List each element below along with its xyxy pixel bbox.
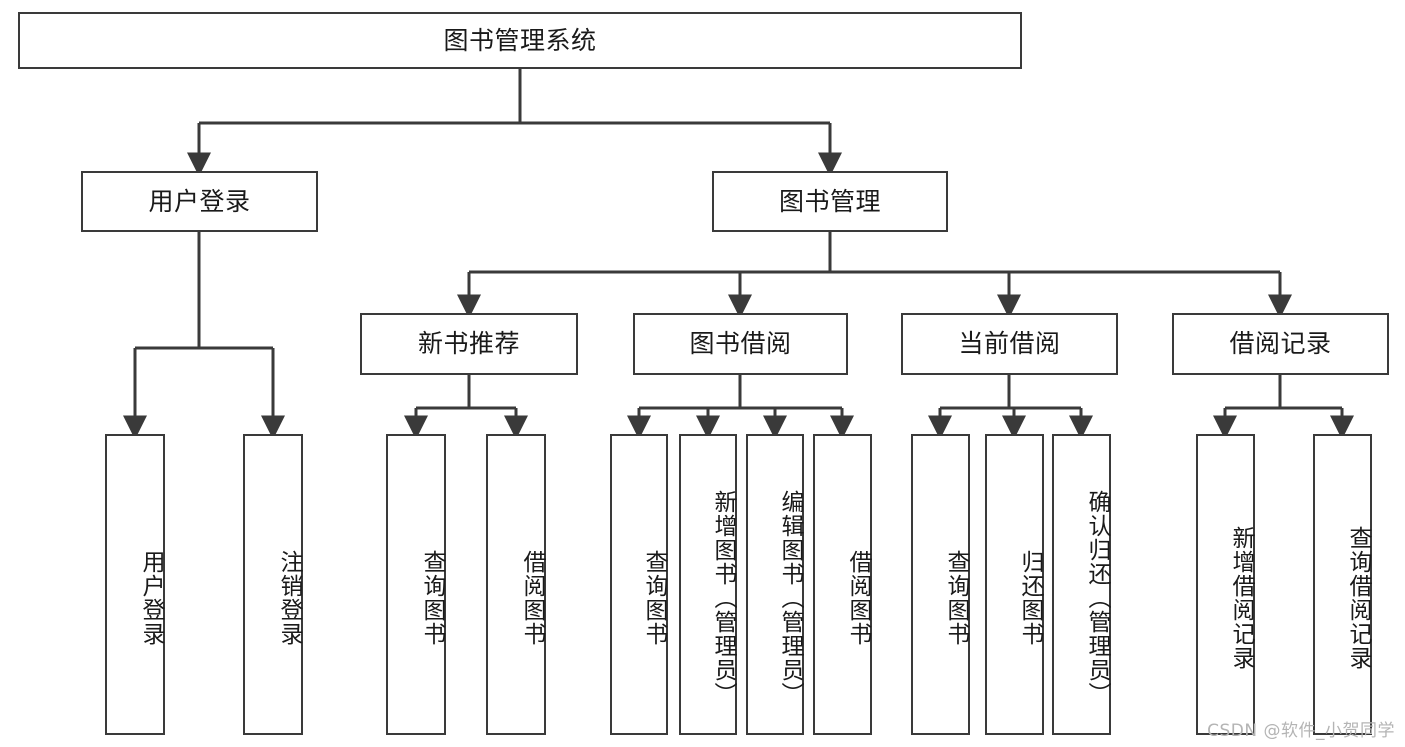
node-borrow-record[interactable]: 借阅记录 xyxy=(1172,313,1389,375)
node-leaf-user-logout[interactable]: 注销登录 xyxy=(243,434,303,735)
node-leaf-query-book-recommend-label: 查询图书 xyxy=(419,549,445,646)
node-leaf-return-book[interactable]: 归还图书 xyxy=(985,434,1044,735)
node-user-login-label: 用户登录 xyxy=(148,186,251,216)
node-leaf-query-borrow-record-label: 查询借阅记录 xyxy=(1345,525,1371,670)
node-book-management[interactable]: 图书管理 xyxy=(712,171,948,232)
node-root[interactable]: 图书管理系统 xyxy=(18,12,1022,69)
node-leaf-query-book-borrow-label: 查询图书 xyxy=(641,549,667,646)
node-leaf-add-borrow-record[interactable]: 新增借阅记录 xyxy=(1196,434,1255,735)
node-leaf-add-book-admin[interactable]: 新增图书（管理员） xyxy=(679,434,737,735)
edge-root-to-level2 xyxy=(187,69,842,177)
node-leaf-query-book-recommend[interactable]: 查询图书 xyxy=(386,434,446,735)
edge-new-book-recommend-to-leaves xyxy=(404,375,528,440)
edge-user-login-to-leaves xyxy=(123,232,285,440)
node-leaf-confirm-return-admin-label: 确认归还（管理员） xyxy=(1084,489,1110,706)
node-leaf-user-logout-label: 注销登录 xyxy=(276,549,302,646)
node-leaf-add-book-admin-label: 新增图书（管理员） xyxy=(710,489,736,706)
node-new-book-recommend-label: 新书推荐 xyxy=(417,329,520,359)
edge-book-borrow-to-leaves xyxy=(627,375,854,440)
node-leaf-query-book-borrow[interactable]: 查询图书 xyxy=(610,434,668,735)
node-leaf-borrow-book-recommend[interactable]: 借阅图书 xyxy=(486,434,546,735)
node-leaf-return-book-label: 归还图书 xyxy=(1017,549,1043,646)
node-current-borrow-label: 当前借阅 xyxy=(958,329,1061,359)
node-book-borrow-label: 图书借阅 xyxy=(689,329,792,359)
node-user-login[interactable]: 用户登录 xyxy=(81,171,318,232)
node-leaf-borrow-book-recommend-label: 借阅图书 xyxy=(519,549,545,646)
node-leaf-query-borrow-record[interactable]: 查询借阅记录 xyxy=(1313,434,1372,735)
node-book-borrow[interactable]: 图书借阅 xyxy=(633,313,848,375)
csdn-watermark: CSDN @软件_小贺同学 xyxy=(1207,721,1395,741)
node-leaf-user-login[interactable]: 用户登录 xyxy=(105,434,165,735)
node-leaf-edit-book-admin[interactable]: 编辑图书（管理员） xyxy=(746,434,804,735)
edge-book-management-to-level3 xyxy=(457,232,1292,319)
node-book-management-label: 图书管理 xyxy=(778,186,881,216)
node-leaf-borrow-book[interactable]: 借阅图书 xyxy=(813,434,872,735)
node-root-label: 图书管理系统 xyxy=(443,25,597,55)
node-leaf-borrow-book-label: 借阅图书 xyxy=(845,549,871,646)
node-borrow-record-label: 借阅记录 xyxy=(1229,329,1332,359)
node-leaf-query-book-current[interactable]: 查询图书 xyxy=(911,434,970,735)
node-leaf-add-borrow-record-label: 新增借阅记录 xyxy=(1228,525,1254,670)
node-current-borrow[interactable]: 当前借阅 xyxy=(901,313,1118,375)
node-leaf-user-login-label: 用户登录 xyxy=(138,549,164,646)
node-new-book-recommend[interactable]: 新书推荐 xyxy=(360,313,578,375)
edge-current-borrow-to-leaves xyxy=(928,375,1093,440)
node-leaf-edit-book-admin-label: 编辑图书（管理员） xyxy=(777,489,803,706)
node-leaf-query-book-current-label: 查询图书 xyxy=(943,549,969,646)
edge-borrow-record-to-leaves xyxy=(1213,375,1354,440)
node-leaf-confirm-return-admin[interactable]: 确认归还（管理员） xyxy=(1052,434,1111,735)
